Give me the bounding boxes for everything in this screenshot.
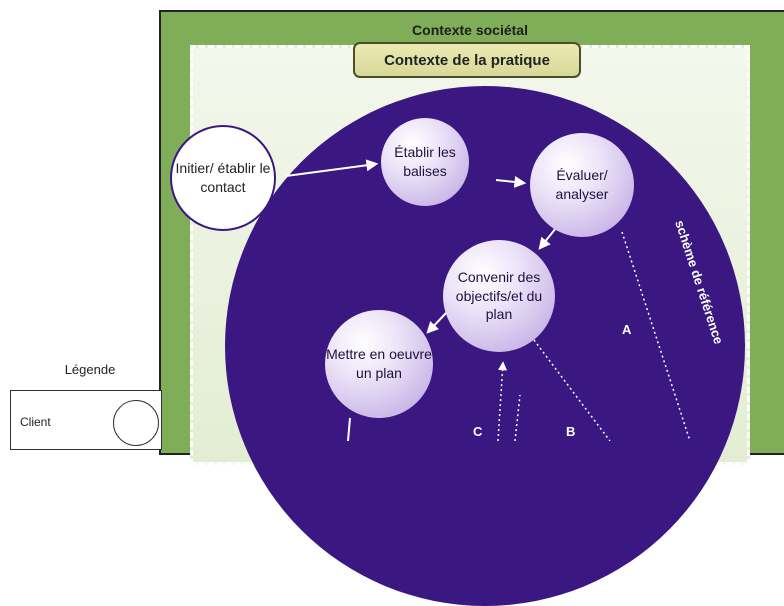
frame-label: schème de référence (672, 218, 726, 346)
arrow-initier-balises (285, 159, 379, 177)
arrow-mettre-down (347, 417, 351, 441)
node-mettre: Mettre en oeuvre un plan (325, 310, 433, 418)
practice-context-label: Contexte de la pratique (353, 42, 581, 78)
path-label-b: B (566, 424, 575, 439)
legend-client-label: Client (20, 415, 51, 429)
path-label-a: A (622, 322, 632, 337)
node-evaluer: Évaluer/ analyser (530, 133, 634, 237)
societal-context-label: Contexte sociétal (412, 22, 528, 38)
path-b-line (533, 339, 611, 441)
path-label-c: C (473, 424, 483, 439)
node-initier: Initier/ établir le contact (170, 125, 276, 231)
legend-title: Légende (64, 362, 116, 377)
arrow-evaluer-convenir (538, 227, 557, 250)
legend-client-circle-icon (113, 400, 159, 446)
path-a-line (621, 231, 691, 441)
connector-layer: A B C schème de référence (285, 159, 726, 441)
path-c-extra (514, 394, 521, 441)
node-convenir: Convenir des objectifs/et du plan (443, 240, 555, 352)
arrow-balises-evaluer (495, 176, 527, 188)
node-balises: Établir les balises (381, 118, 469, 206)
path-c-line (497, 361, 508, 441)
